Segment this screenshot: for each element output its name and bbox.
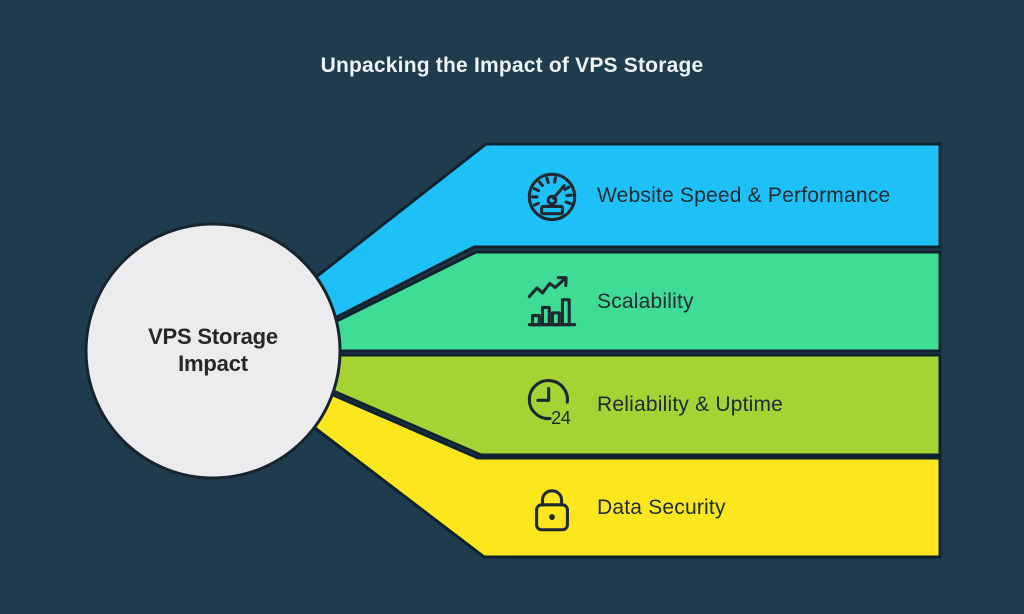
clock-24-number: 24: [551, 408, 571, 428]
band-label-speed: Website Speed & Performance: [597, 184, 891, 207]
band-ribbon-reliability: [276, 353, 942, 457]
padlock-icon: [535, 489, 569, 532]
band-label-reliability: Reliability & Uptime: [597, 393, 784, 416]
speedometer-icon: [527, 172, 577, 222]
band-row-scalability: Scalability: [523, 273, 694, 331]
center-circle-label: VPS Storage Impact: [148, 324, 278, 376]
page-title: Unpacking the Impact of VPS Storage: [320, 54, 704, 77]
center-circle: [84, 222, 342, 480]
clock-24-icon: 24: [527, 378, 571, 428]
band-row-speed: Website Speed & Performance: [523, 167, 890, 225]
band-row-reliability: 24 Reliability & Uptime: [523, 376, 783, 434]
band-label-security: Data Security: [597, 496, 726, 519]
growth-chart-icon: [527, 275, 577, 327]
band-row-security: Data Security: [523, 479, 726, 537]
band-label-scalability: Scalability: [597, 290, 694, 313]
